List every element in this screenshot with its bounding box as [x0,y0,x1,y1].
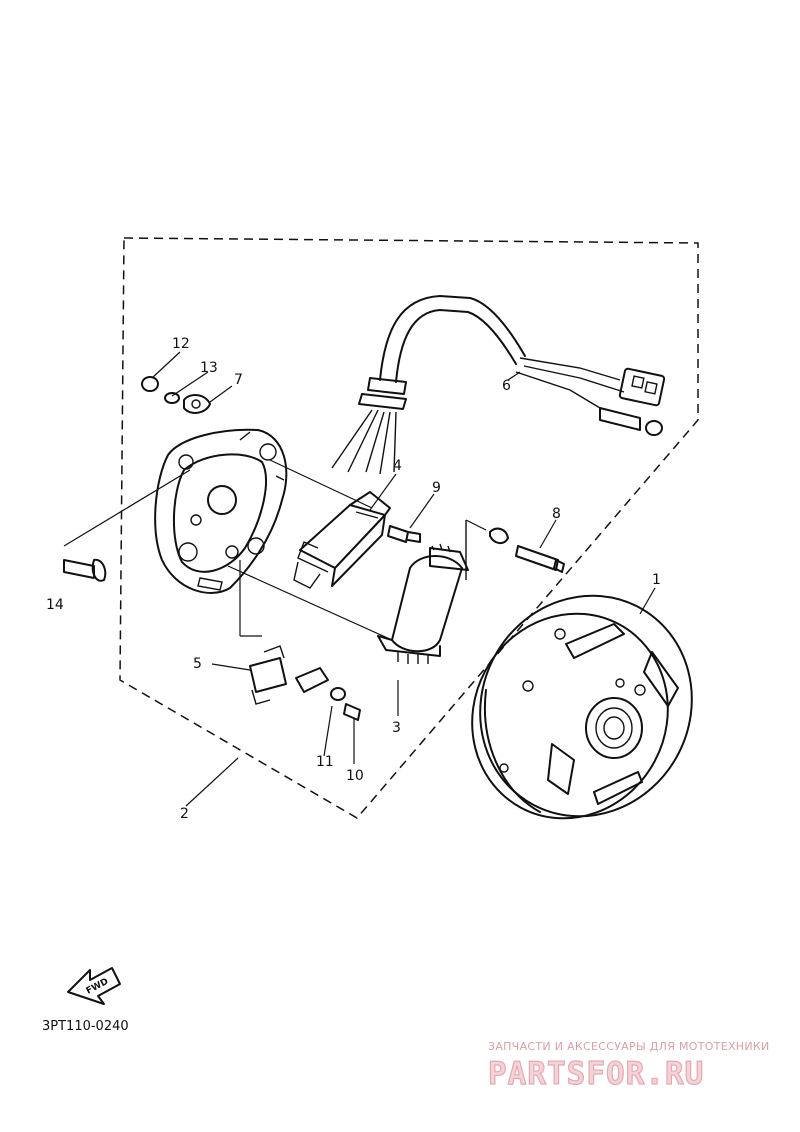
diagram-code: 3PT110-0240 [42,1019,129,1034]
stator-plate [154,428,288,594]
watermark-tagline: ЗАПЧАСТИ И АКСЕССУАРЫ ДЛЯ МОТОТЕХНИКИ [488,1040,770,1053]
callout-3: 3 [392,720,401,736]
callout-10: 10 [346,768,364,784]
callout-12: 12 [172,336,190,352]
wire-harness [331,295,666,475]
watermark-logo: PARTSFOR.RU [488,1056,704,1092]
callout-8: 8 [552,506,561,522]
lighting-coil [377,520,469,664]
callout-13: 13 [200,360,218,376]
fasteners [63,376,565,721]
callout-9: 9 [432,480,441,496]
callout-14: 14 [46,597,64,613]
fwd-arrow-icon: FWD [67,967,121,1005]
callout-1: 1 [652,572,661,588]
callout-2: 2 [180,806,189,822]
callout-5: 5 [193,656,202,672]
callout-6: 6 [502,378,511,394]
fwd-label: FWD [85,977,110,997]
assembly-boundary [119,237,699,819]
callout-7: 7 [234,372,243,388]
leader-lines [63,351,656,807]
callout-11: 11 [316,754,334,770]
callout-4: 4 [393,458,402,474]
flywheel-rotor [471,594,693,820]
pulser-coil [293,491,391,589]
